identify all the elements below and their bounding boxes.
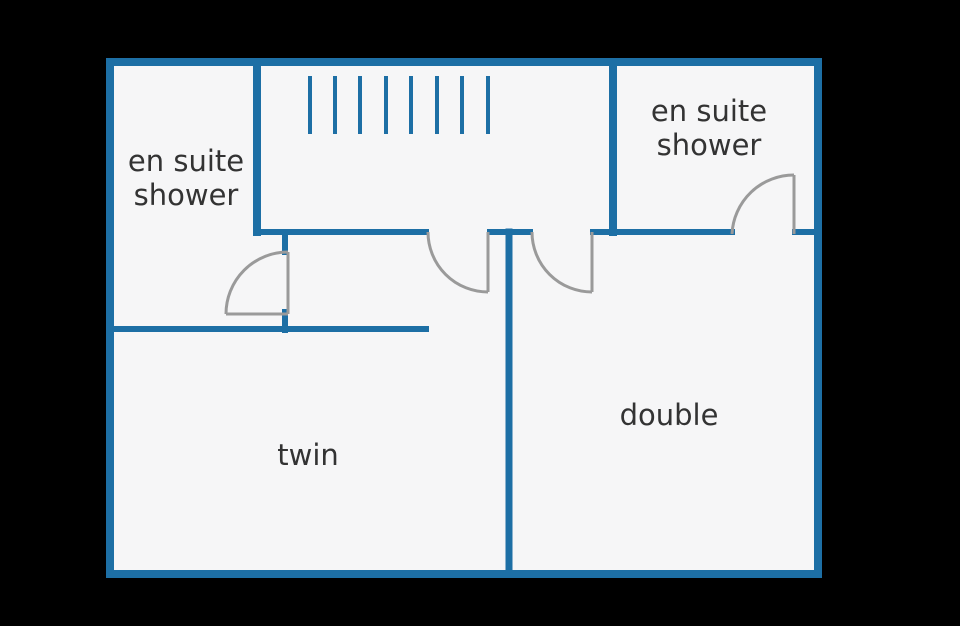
outer-wall <box>106 58 822 578</box>
ensuite-left-label-line1: en suite <box>128 144 244 178</box>
floor-area <box>110 62 818 574</box>
stairs-icon <box>308 76 490 134</box>
door-swing-icon <box>426 231 490 294</box>
ensuite-left-label-line2: shower <box>134 178 239 212</box>
door-swing-icon <box>730 173 796 235</box>
ensuite-right-label-line1: en suite <box>651 94 767 128</box>
door-swing-icon <box>224 250 290 316</box>
twin-label: twin <box>277 438 339 472</box>
doors <box>224 173 796 316</box>
double-label: double <box>620 398 719 432</box>
ensuite-right-label-line2: shower <box>657 128 762 162</box>
door-swing-icon <box>530 231 594 294</box>
